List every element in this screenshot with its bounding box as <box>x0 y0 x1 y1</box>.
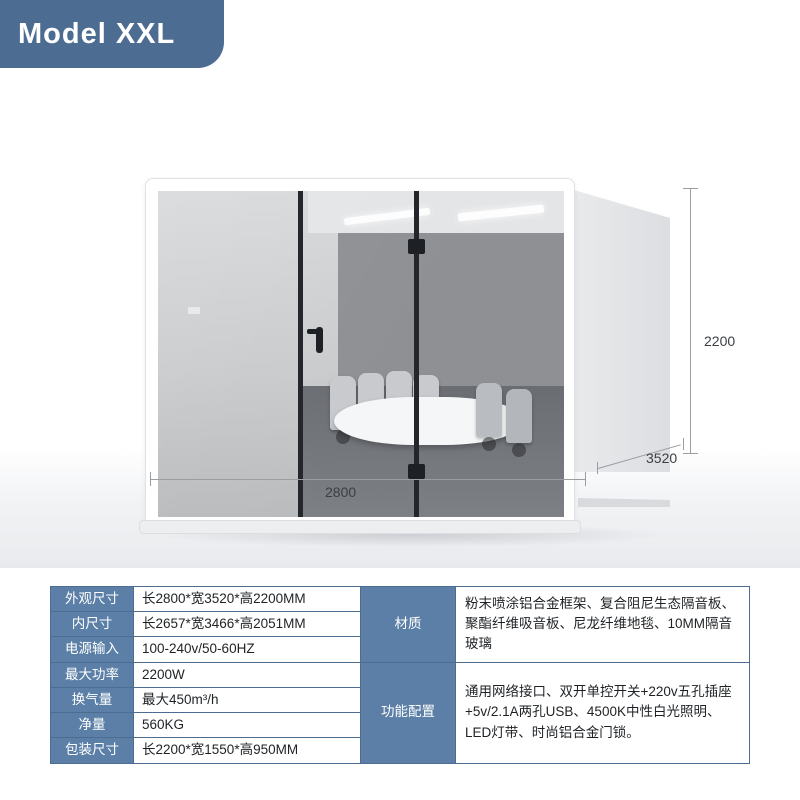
table-row: 净量 560KG <box>50 712 750 739</box>
dimension-line-width <box>150 479 586 480</box>
pod-glass-facade <box>158 191 564 517</box>
office-chair <box>476 383 502 451</box>
product-photo: 2800 3520 2200 <box>0 68 800 568</box>
door-handle <box>307 327 323 353</box>
table-row: 换气量 最大450m³/h <box>50 686 750 714</box>
model-title-text: Model XXL <box>18 17 176 50</box>
spec-label: 电源输入 <box>50 636 134 663</box>
office-pod-illustration <box>139 168 670 538</box>
spec-label: 外观尺寸 <box>50 585 134 613</box>
dimension-tick <box>150 472 151 486</box>
spec-value: 100-240v/50-60HZ <box>133 636 361 663</box>
spec-value: 长2200*宽1550*高950MM <box>133 737 361 764</box>
spec-value: 长2657*宽3466*高2051MM <box>133 611 361 638</box>
spec-value: 560KG <box>133 712 361 739</box>
features-value: 通用网络接口、双开单控开关+220v五孔插座+5v/2.1A两孔USB、4500… <box>455 661 750 764</box>
table-row: 电源输入 100-240v/50-60HZ <box>50 636 750 663</box>
door-mullion-left <box>298 191 303 517</box>
pod-side-base <box>578 498 670 507</box>
material-label: 材质 <box>360 586 456 663</box>
specification-table: 外观尺寸 长2800*宽3520*高2200MM 材质 粉末喷涂铝合金框架、复合… <box>50 585 750 764</box>
spec-label: 换气量 <box>50 686 134 714</box>
office-chair <box>506 389 532 457</box>
dimension-label-depth: 3520 <box>646 450 678 466</box>
spec-label: 最大功率 <box>50 661 134 688</box>
table-row: 最大功率 2200W 功能配置 通用网络接口、双开单控开关+220v五孔插座+5… <box>50 661 750 764</box>
dimension-tick <box>683 188 698 189</box>
door-hinge-top <box>408 239 425 254</box>
spec-label: 包装尺寸 <box>50 737 134 764</box>
pod-front-base <box>139 520 581 534</box>
features-label: 功能配置 <box>360 661 456 764</box>
spec-value: 2200W <box>133 661 361 688</box>
spec-value: 长2800*宽3520*高2200MM <box>133 585 361 613</box>
spec-value: 最大450m³/h <box>133 686 361 714</box>
table-row: 外观尺寸 长2800*宽3520*高2200MM 材质 粉末喷涂铝合金框架、复合… <box>50 585 750 663</box>
spec-label: 净量 <box>50 712 134 739</box>
dimension-tick <box>585 472 586 486</box>
dimension-tick <box>597 462 598 474</box>
wall-plate <box>188 307 200 314</box>
dimension-label-width: 2800 <box>325 484 357 500</box>
dimension-tick <box>683 453 698 454</box>
pod-side-wall <box>574 190 670 472</box>
door-mullion-right <box>414 191 419 517</box>
material-value: 粉末喷涂铝合金框架、复合阻尼生态隔音板、聚酯纤维吸音板、尼龙纤维地毯、10MM隔… <box>455 586 750 663</box>
model-title-banner: Model XXL <box>0 0 224 68</box>
door-hinge-bottom <box>408 464 425 479</box>
spec-label: 内尺寸 <box>50 611 134 638</box>
dimension-label-height: 2200 <box>704 333 736 349</box>
pod-front-frame <box>145 178 575 528</box>
dimension-tick <box>683 438 684 450</box>
table-row: 包装尺寸 长2200*宽1550*高950MM <box>50 737 750 764</box>
dimension-line-height <box>690 188 691 453</box>
